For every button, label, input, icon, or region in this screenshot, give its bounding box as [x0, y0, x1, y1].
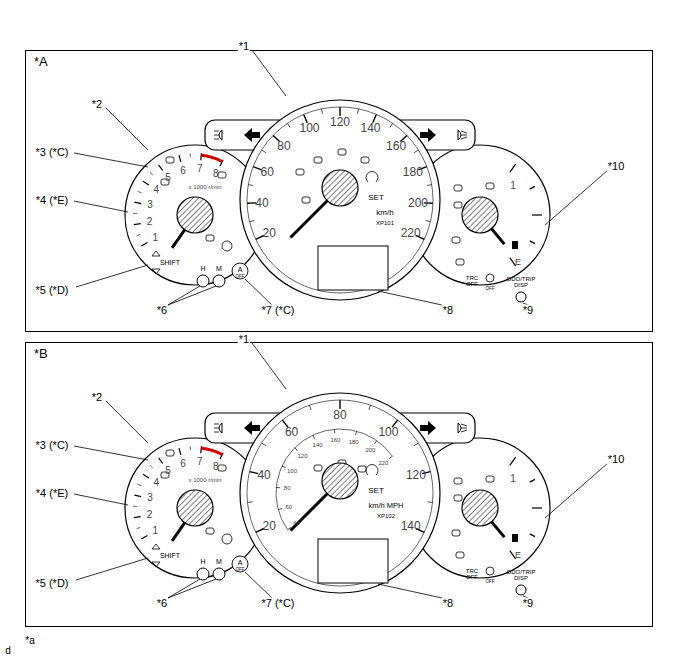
dial-number: 140 — [360, 122, 380, 134]
panel-title: *B — [34, 346, 48, 361]
dial-number: 40 — [293, 520, 300, 526]
dial-number: 4 — [154, 185, 160, 195]
dial-number: 220 — [401, 227, 421, 239]
dial-number: 8 — [213, 462, 219, 472]
callout-number: *2 — [91, 392, 103, 403]
gauge-text: ODO/TRIP DISP — [506, 276, 536, 289]
panel-frame: *A — [25, 50, 653, 332]
dial-number: 8 — [213, 169, 219, 179]
gauge-text: XP102 — [377, 513, 395, 519]
dial-number: 4 — [154, 478, 160, 488]
dial-number: 6 — [180, 459, 186, 469]
dial-number: 220 — [378, 460, 388, 466]
dial-number: 140 — [401, 520, 421, 532]
gauge-text: H — [200, 558, 205, 565]
gauge-text: TRC OFF — [465, 275, 479, 288]
gauge-text: OFF — [236, 568, 245, 573]
gauge-text: OFF — [486, 580, 495, 585]
callout-number: *9 — [522, 305, 534, 316]
dial-number: 100 — [287, 468, 297, 474]
dial-number: 80 — [284, 485, 291, 491]
gauge-text: M — [216, 265, 222, 272]
callout-number: *10 — [607, 161, 626, 172]
dial-number: 160 — [386, 140, 406, 152]
dial-number: 7 — [197, 164, 203, 174]
gauge-text: SHIFT — [160, 259, 180, 266]
dial-number: 7 — [197, 457, 203, 467]
dial-number: 5 — [165, 466, 171, 476]
dial-number: 60 — [285, 504, 292, 510]
dial-number: 180 — [403, 166, 423, 178]
dial-number: 140 — [313, 442, 323, 448]
callout-number: *10 — [607, 454, 626, 465]
dial-number: 80 — [333, 409, 346, 421]
panel-frame: *B — [25, 342, 653, 627]
callout-number: *6 — [156, 598, 168, 609]
dial-number: 120 — [297, 453, 307, 459]
gauge-text: TRC OFF — [465, 568, 479, 581]
gauge-text: OFF — [236, 275, 245, 280]
gauge-text: A — [238, 266, 243, 273]
gauge-text: M — [216, 558, 222, 565]
dial-number: 100 — [378, 426, 398, 438]
gauge-text: km/h MPH — [368, 502, 403, 510]
callout-number: *5 (*D) — [34, 578, 69, 589]
dial-number: 2 — [147, 217, 153, 227]
gauge-text: d — [5, 646, 11, 656]
dial-number: 40 — [257, 469, 270, 481]
dial-number: x 1000 r/min — [188, 477, 221, 483]
callout-number: *8 — [442, 598, 454, 609]
dial-number: 6 — [180, 166, 186, 176]
dial-number: 120 — [406, 469, 426, 481]
callout-number: *4 (*E) — [35, 488, 69, 499]
callout-number: *7 (*C) — [260, 305, 295, 316]
gauge-text: SET — [368, 194, 384, 202]
dial-number: 120 — [330, 116, 350, 128]
panel-title: *A — [34, 54, 48, 69]
dial-number: 20 — [263, 227, 276, 239]
dial-number: 200 — [365, 447, 375, 453]
dial-number: 1 — [510, 181, 516, 191]
dial-number: 1 — [152, 526, 158, 536]
dial-number: E — [515, 258, 521, 267]
gauge-text: XP101 — [376, 220, 394, 226]
callout-number: *1 — [238, 334, 250, 345]
dial-number: 3 — [147, 493, 153, 503]
gauge-text: *a — [25, 636, 34, 646]
callout-number: *2 — [91, 99, 103, 110]
dial-number: 160 — [330, 437, 340, 443]
dial-number: 1 — [510, 474, 516, 484]
dial-number: 80 — [277, 140, 290, 152]
dial-number: 20 — [263, 520, 276, 532]
gauge-text: ODO/TRIP DISP — [506, 569, 536, 582]
dial-number: 100 — [299, 122, 319, 134]
callout-number: *7 (*C) — [260, 598, 295, 609]
gauge-text: H — [200, 265, 205, 272]
gauge-text: SHIFT — [160, 552, 180, 559]
dial-number: 200 — [408, 197, 428, 209]
callout-number: *9 — [522, 598, 534, 609]
callout-number: *6 — [156, 305, 168, 316]
dial-number: 180 — [349, 439, 359, 445]
dial-number: 1 — [152, 233, 158, 243]
dial-number: 40 — [255, 197, 268, 209]
dial-number: 3 — [147, 200, 153, 210]
gauge-text: SET — [368, 487, 384, 495]
dial-number: 60 — [285, 426, 298, 438]
callout-number: *1 — [238, 41, 250, 52]
dial-number: x 1000 r/min — [188, 184, 221, 190]
dial-number: 60 — [261, 166, 274, 178]
callout-number: *3 (*C) — [34, 440, 69, 451]
dial-number: 5 — [165, 173, 171, 183]
dial-number: E — [515, 551, 521, 560]
gauge-text: km/h — [376, 209, 393, 217]
callout-number: *5 (*D) — [34, 285, 69, 296]
callout-number: *3 (*C) — [34, 147, 69, 158]
gauge-text: OFF — [486, 287, 495, 292]
callout-number: *4 (*E) — [35, 195, 69, 206]
callout-number: *8 — [442, 305, 454, 316]
dial-number: 2 — [147, 510, 153, 520]
gauge-text: A — [238, 559, 243, 566]
